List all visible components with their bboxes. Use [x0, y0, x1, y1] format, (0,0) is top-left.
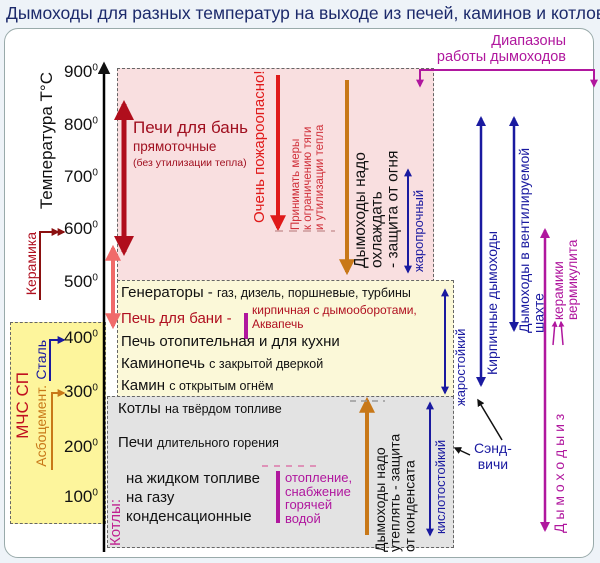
asbestos-bracket [51, 389, 66, 470]
ranges-bracket [419, 69, 595, 82]
danger-label: Очень пожароопасно! [251, 70, 268, 223]
ceramics-label: Керамика [23, 232, 39, 296]
stove-fireplace-row: Каминопечь с закрытой дверкой [121, 355, 324, 372]
bath-stove-types: кирпичная с дымооборотами,Аквапечь [252, 303, 417, 331]
bath-stove-row: Печь для бани - [121, 310, 232, 327]
boilers-label: Котлы: [107, 499, 124, 546]
tick-200: 2000 [64, 437, 98, 456]
tick-900: 9000 [64, 62, 98, 81]
bath-stoves-note: (без утилизации тепла) [133, 157, 247, 169]
gas-row: на газу [126, 489, 175, 506]
sandwich-pointer-2 [453, 447, 471, 456]
ceramics-bracket [39, 228, 60, 300]
fireplace-row: Камин с открытым огнём [121, 377, 274, 394]
generators-row: Генераторы - газ, дизель, поршневые, тур… [121, 284, 411, 301]
steel-bracket [49, 336, 66, 381]
liquid-fuel-row: на жидком топливе [126, 470, 260, 487]
bath-stoves-title: Печи для бань [133, 118, 248, 137]
solid-fuel-boilers-row: Котлы на твёрдом топливе [118, 400, 282, 417]
steel-label: Сталь [33, 340, 49, 380]
sandwich-label: Сэнд-вичи [474, 440, 512, 472]
tick-500: 5000 [64, 272, 98, 291]
heating-stove-row: Печь отопительная и для кухни [121, 333, 340, 350]
acid-resistant-label: кислотостойкий [433, 439, 448, 534]
bath-stoves-sub: прямоточные [133, 139, 217, 154]
heatproof-label: жаропрочный [411, 189, 426, 272]
tick-600: 6000 [64, 219, 98, 238]
tick-400: 4000 [64, 328, 98, 347]
tick-100: 1000 [64, 487, 98, 506]
condensing-row: конденсационные [126, 508, 252, 525]
long-burning-stoves-row: Печи длительного горения [118, 434, 279, 451]
sandwich-pointer-1 [477, 398, 503, 441]
grey-zone [107, 396, 454, 548]
tick-800: 8000 [64, 115, 98, 134]
tick-300: 3000 [64, 382, 98, 401]
yellow-zone [117, 280, 454, 398]
heat-resistant-label: жаростойкий [453, 328, 468, 406]
mchs-label: МЧС СП [13, 372, 32, 439]
mchs-zone [10, 322, 106, 524]
brick-chimneys-label: Кирпичные дымоходы [484, 231, 500, 375]
diagram-title: Дымоходы для разных температур на выходе… [6, 3, 600, 23]
ceramic-chimneys-label: Д ы м о х о д ы и з [551, 413, 567, 533]
tick-700: 7000 [64, 167, 98, 186]
axis-label: Температура T°C [37, 72, 56, 210]
asbestos-label: Асбоцемент. [33, 385, 49, 467]
